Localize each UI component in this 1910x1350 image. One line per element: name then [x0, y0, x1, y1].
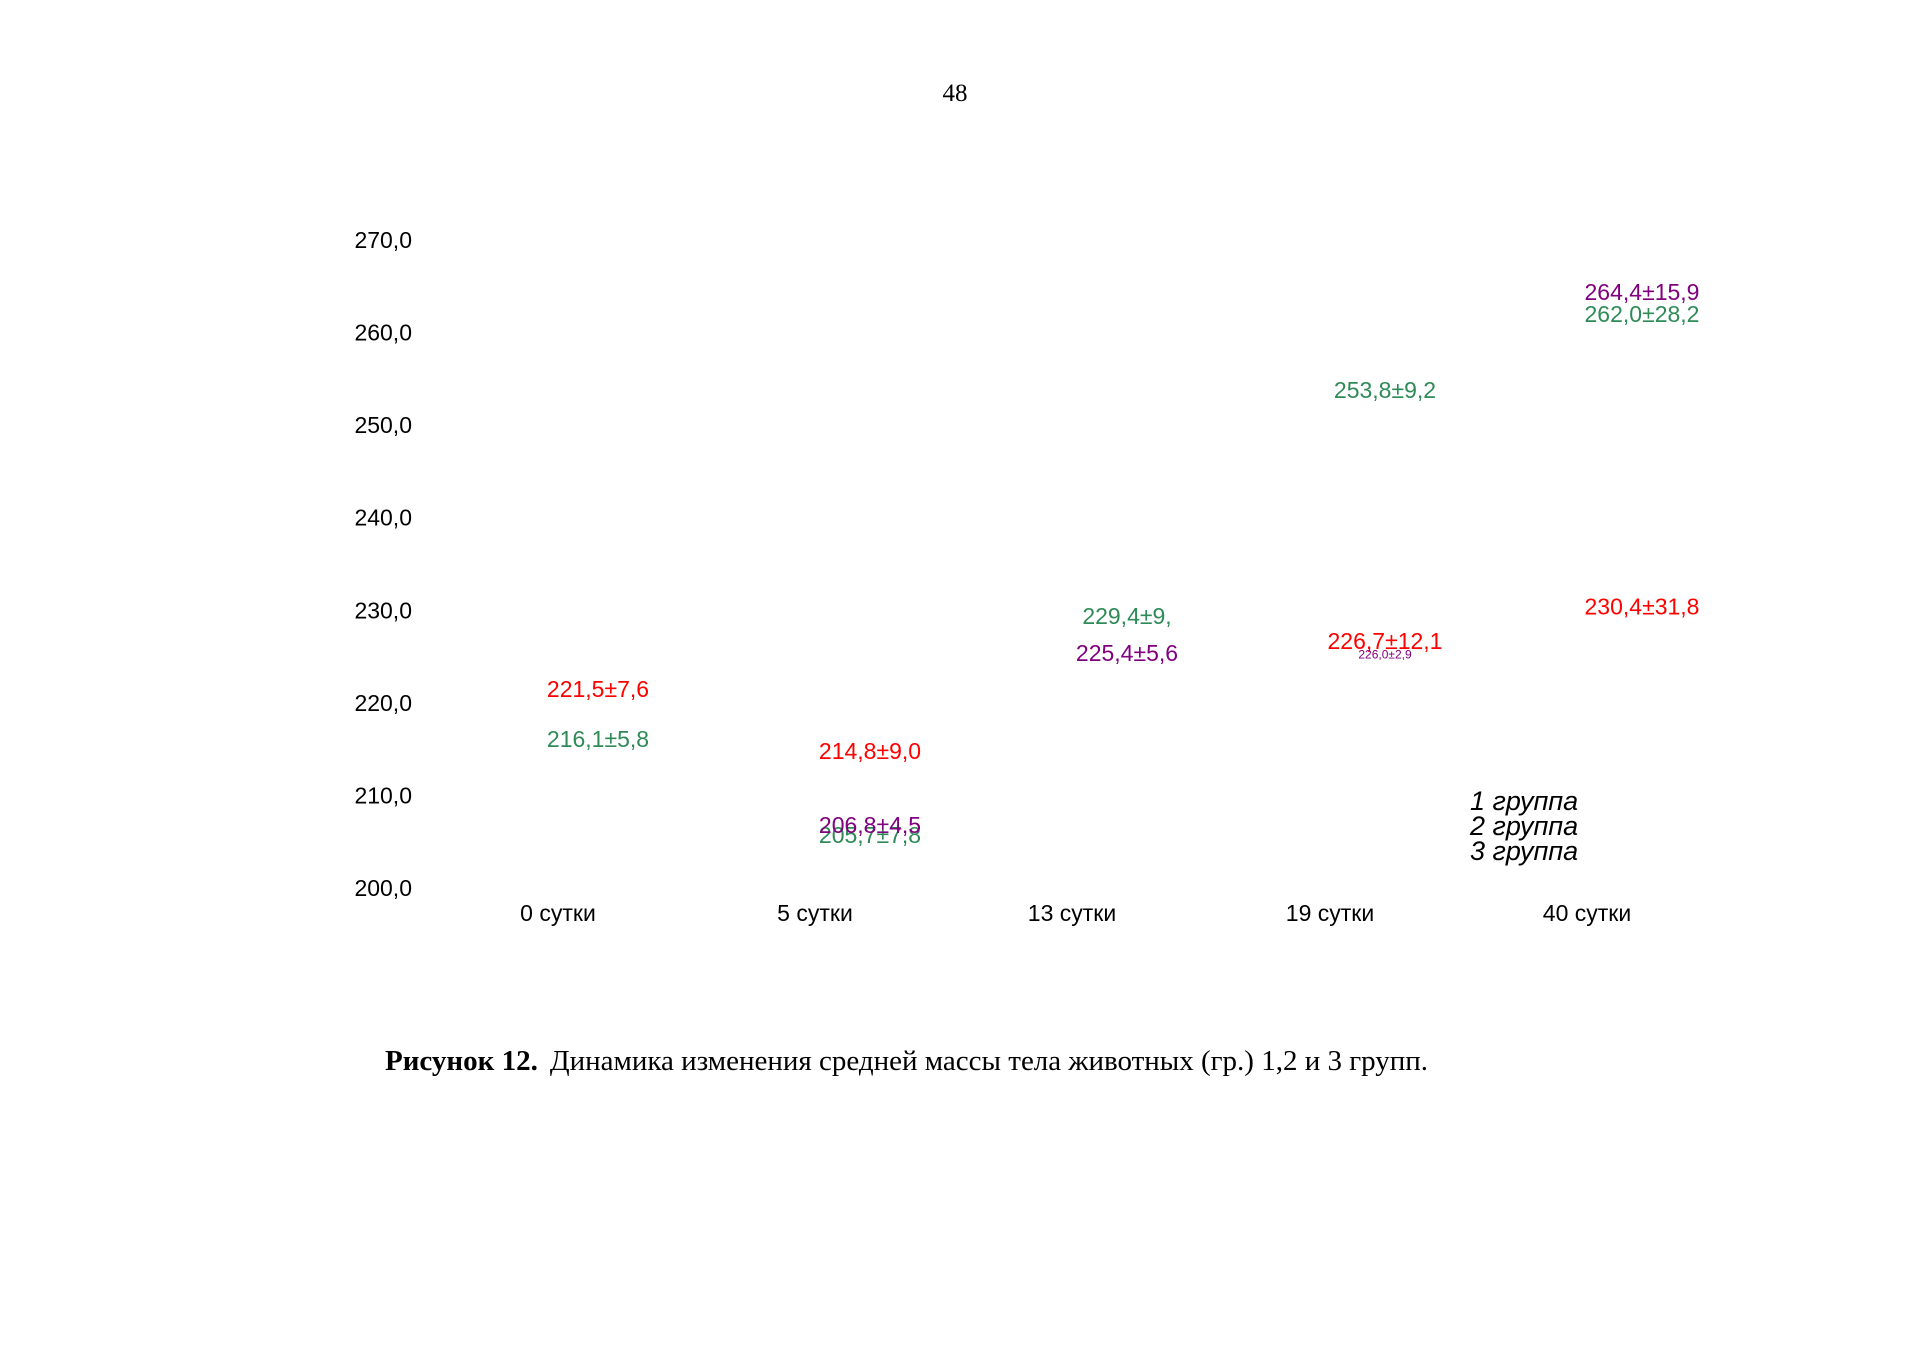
data-label-group1: 230,4±31,8 [1585, 594, 1700, 620]
data-label-group2: 205,7±7,8 [819, 822, 921, 848]
y-tick-label: 270,0 [354, 227, 412, 253]
legend-entry: 1 группа [1470, 786, 1578, 816]
y-tick-label: 200,0 [354, 875, 412, 901]
y-tick-label: 250,0 [354, 412, 412, 438]
page-number: 48 [942, 80, 968, 107]
data-label-group3: 226,0±2,9 [1358, 647, 1412, 661]
x-category-label: 13 сутки [1028, 900, 1116, 926]
y-tick-label: 260,0 [354, 320, 412, 346]
data-label-group3: 264,4±15,9 [1585, 279, 1700, 305]
x-category-label: 19 сутки [1286, 900, 1374, 926]
data-label-group1: 221,5±7,6 [547, 676, 649, 702]
x-category-label: 5 сутки [777, 900, 853, 926]
data-label-group2: 229,4±9, [1082, 603, 1171, 629]
data-label-group3: 225,4±5,6 [1076, 640, 1178, 666]
body-mass-chart: 200,0 210,0 220,0 230,0 240,0 250,0 260,0 270,0… [354, 227, 1700, 926]
figure-caption: Рисунок 12. Динамика изменения средней ма… [385, 1045, 1428, 1078]
y-tick-label: 220,0 [354, 690, 412, 716]
data-label-group2: 262,0±28,2 [1585, 301, 1700, 327]
y-axis: 200,0 210,0 220,0 230,0 240,0 250,0 260,0 270,0 [354, 227, 412, 901]
y-tick-label: 230,0 [354, 597, 412, 623]
data-label-group2: 216,1±5,8 [547, 726, 649, 752]
data-label-group1: 226,7±12,1 [1328, 628, 1443, 654]
legend-entry: 2 группа [1469, 811, 1578, 841]
data-label-group3: 206,8±4,5 [819, 812, 921, 838]
data-label-group1: 214,8±9,0 [819, 738, 921, 764]
y-tick-label: 240,0 [354, 505, 412, 531]
y-tick-label: 210,0 [354, 782, 412, 808]
x-axis: 0 сутки 5 сутки 13 сутки 19 сутки 40 сутки [520, 900, 1631, 926]
figure-caption-label: Рисунок 12. [385, 1045, 538, 1077]
data-label-group2: 253,8±9,2 [1334, 377, 1436, 403]
figure-caption-text: Динамика изменения средней массы тела жи… [549, 1045, 1429, 1077]
x-category-label: 0 сутки [520, 900, 596, 926]
data-labels: 221,5±7,6 214,8±9,0 226,7±12,1 230,4±31,8 21… [547, 279, 1700, 848]
x-category-label: 40 сутки [1543, 900, 1631, 926]
legend-entry: 3 группа [1470, 836, 1578, 866]
